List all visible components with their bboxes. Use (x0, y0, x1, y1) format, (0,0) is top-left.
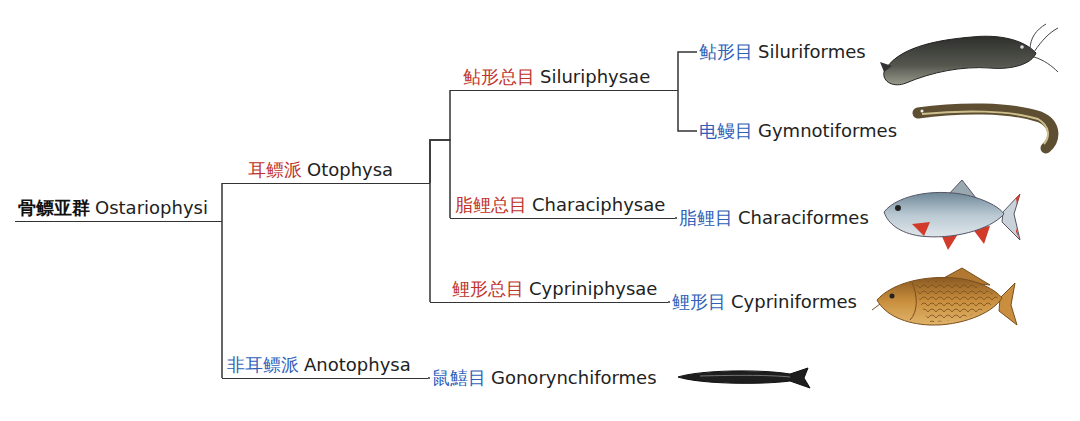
taxon-label: 骨鳔亚群Ostariophysi (18, 197, 208, 219)
chinese-name: 脂鲤目 (679, 207, 733, 228)
latin-name: Characiphysae (532, 194, 665, 215)
taxon-label: 鲇形目Siluriformes (699, 41, 866, 63)
gonorynchus-picture (678, 368, 810, 388)
latin-name: Cypriniphysae (529, 278, 657, 299)
latin-name: Gonorynchiformes (491, 367, 657, 388)
carp-picture (872, 268, 1017, 325)
tree-branch (430, 140, 450, 218)
taxon-label: 非耳鳔派Anotophysa (227, 354, 411, 376)
chinese-name: 耳鳔派 (248, 159, 302, 180)
chinese-name: 电鳗目 (699, 120, 753, 141)
taxon-label: 鲇形总目Siluriphysae (463, 66, 650, 88)
taxon-label: 鼠鱚目Gonorynchiformes (432, 367, 657, 389)
latin-name: Otophysa (307, 159, 393, 180)
tree-branch (430, 90, 450, 183)
taxon-label: 耳鳔派Otophysa (248, 159, 393, 181)
tree-branch (428, 377, 430, 379)
chinese-name: 非耳鳔派 (227, 354, 299, 375)
chinese-name: 骨鳔亚群 (18, 197, 90, 218)
taxon-label: 脂鲤目Characiformes (679, 207, 869, 229)
tree-branch (675, 217, 677, 219)
tree-branch (221, 183, 223, 221)
chinese-name: 鲤形目 (672, 291, 726, 312)
clade-branch: 脂鲤总目Characiphysae (450, 194, 675, 219)
latin-name: Siluriformes (758, 41, 866, 62)
chinese-name: 鲇形目 (699, 41, 753, 62)
latin-name: Characiformes (738, 207, 869, 228)
tree-branch (678, 90, 697, 131)
catfish-picture (880, 24, 1058, 85)
eel-picture (918, 109, 1053, 148)
chinese-name: 脂鲤总目 (455, 194, 527, 215)
chinese-name: 鲤形总目 (452, 278, 524, 299)
taxon-label: 脂鲤总目Characiphysae (455, 194, 665, 216)
chinese-name: 鲇形总目 (463, 66, 535, 87)
clade-branch: 耳鳔派Otophysa (222, 159, 430, 184)
characin-picture (884, 180, 1020, 250)
taxon-label: 鲤形总目Cypriniphysae (452, 278, 657, 300)
clade-branch: 鲇形总目Siluriphysae (450, 66, 678, 91)
latin-name: Siluriphysae (540, 66, 650, 87)
latin-name: Cypriniformes (731, 291, 857, 312)
clade-branch: 鲤形总目Cypriniphysae (430, 278, 668, 303)
clade-branch: 非耳鳔派Anotophysa (222, 354, 428, 379)
order-taxon: 脂鲤目Characiformes (677, 207, 871, 229)
chinese-name: 鼠鱚目 (432, 367, 486, 388)
tree-branch (678, 52, 697, 90)
order-taxon: 电鳗目Gymnotiformes (697, 120, 899, 142)
latin-name: Anotophysa (304, 354, 411, 375)
latin-name: Ostariophysi (95, 197, 208, 218)
tree-branch (668, 301, 670, 303)
clade-branch: 骨鳔亚群Ostariophysi (15, 197, 222, 222)
latin-name: Gymnotiformes (758, 120, 897, 141)
order-taxon: 鲤形目Cypriniformes (670, 291, 859, 313)
taxon-label: 鲤形目Cypriniformes (672, 291, 857, 313)
order-taxon: 鲇形目Siluriformes (697, 41, 868, 63)
order-taxon: 鼠鱚目Gonorynchiformes (430, 367, 659, 389)
taxon-label: 电鳗目Gymnotiformes (699, 120, 897, 142)
